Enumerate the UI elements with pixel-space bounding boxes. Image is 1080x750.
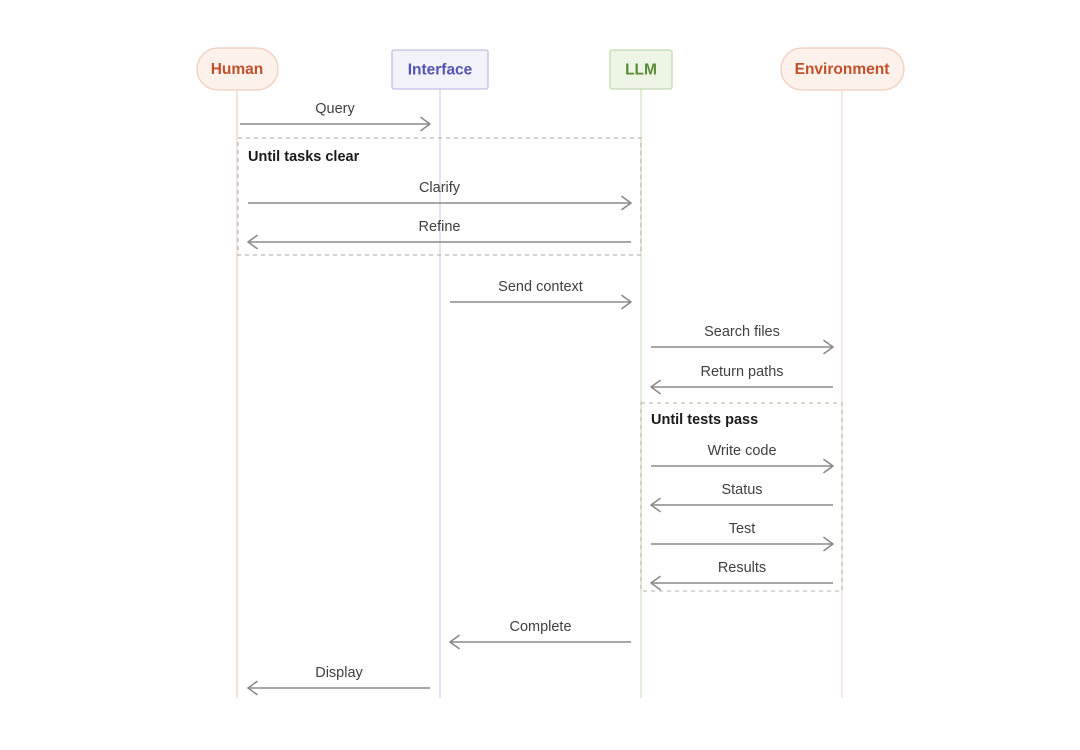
actor-human[interactable]: Human — [196, 47, 279, 91]
arrow-head-complete — [449, 634, 460, 650]
loop-label-until-tests-pass: Until tests pass — [651, 412, 758, 428]
arrow-head-return-paths — [650, 379, 661, 395]
message-status: Status — [650, 482, 833, 513]
message-label-refine: Refine — [419, 219, 461, 235]
arrow-head-send-context — [621, 294, 632, 310]
message-send-context: Send context — [450, 279, 632, 310]
loop-label-until-tasks-clear: Until tasks clear — [248, 149, 360, 165]
message-query: Query — [240, 101, 431, 132]
actor-label-interface: Interface — [408, 62, 473, 79]
message-return-paths: Return paths — [650, 364, 833, 395]
arrow-head-write-code — [823, 458, 834, 474]
message-refine: Refine — [247, 219, 631, 250]
arrow-head-results — [650, 575, 661, 591]
arrow-head-status — [650, 497, 661, 513]
message-label-clarify: Clarify — [419, 180, 461, 196]
actor-label-environment: Environment — [795, 61, 890, 78]
message-label-results: Results — [718, 560, 766, 576]
message-label-write-code: Write code — [707, 443, 776, 459]
message-label-send-context: Send context — [498, 279, 583, 295]
actor-environment[interactable]: Environment — [780, 47, 905, 91]
arrow-head-clarify — [621, 195, 632, 211]
message-label-status: Status — [721, 482, 762, 498]
loop-frame-until-tests-pass — [640, 402, 843, 592]
loop-frame-until-tasks-clear — [237, 137, 642, 256]
actor-box-human[interactable] — [196, 47, 279, 91]
message-label-query: Query — [315, 101, 355, 117]
arrow-head-refine — [247, 234, 258, 250]
message-test: Test — [651, 521, 834, 552]
message-write-code: Write code — [651, 443, 834, 474]
actor-label-llm: LLM — [625, 62, 657, 79]
message-label-return-paths: Return paths — [700, 364, 783, 380]
message-display: Display — [247, 665, 430, 696]
actor-interface[interactable]: Interface — [391, 49, 489, 90]
message-label-display: Display — [315, 665, 363, 681]
arrow-head-query — [420, 116, 431, 132]
message-clarify: Clarify — [248, 180, 632, 211]
actor-label-human: Human — [211, 61, 264, 78]
message-search-files: Search files — [651, 324, 834, 355]
message-label-search-files: Search files — [704, 324, 780, 340]
lifelines-layer — [236, 89, 843, 698]
arrow-head-test — [823, 536, 834, 552]
actor-llm[interactable]: LLM — [609, 49, 673, 90]
actor-box-interface[interactable] — [391, 49, 489, 90]
message-complete: Complete — [449, 619, 631, 650]
actor-boxes-layer: Human Interface LLM Environment — [196, 47, 905, 91]
arrow-head-search-files — [823, 339, 834, 355]
message-label-test: Test — [729, 521, 756, 537]
message-label-complete: Complete — [509, 619, 571, 635]
actor-box-environment[interactable] — [780, 47, 905, 91]
message-results: Results — [650, 560, 833, 591]
actor-box-llm[interactable] — [609, 49, 673, 90]
arrow-head-display — [247, 680, 258, 696]
